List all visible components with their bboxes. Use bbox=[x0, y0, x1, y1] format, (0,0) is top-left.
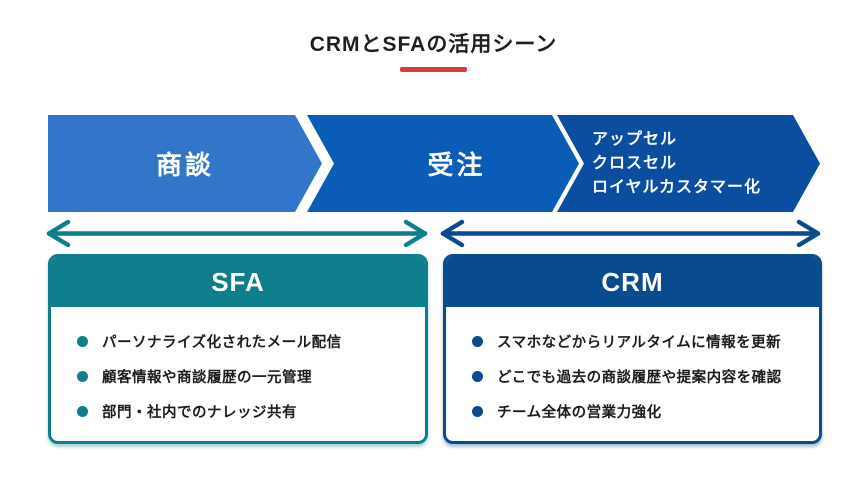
stage-shoudan-chevron bbox=[48, 115, 322, 212]
sfa-bullet-text: 部門・社内でのナレッジ共有 bbox=[102, 405, 297, 421]
crm-bullet-text: スマホなどからリアルタイムに情報を更新 bbox=[497, 335, 782, 351]
flow-band: 商談 受注 アップセル クロスセル ロイヤルカスタマー化 bbox=[0, 115, 867, 212]
bullet-dot-icon bbox=[77, 371, 88, 382]
bullet-dot-icon bbox=[77, 406, 88, 417]
sfa-card: SFA パーソナライズ化されたメール配信 顧客情報や商談履歴の一元管理 部門・社… bbox=[48, 254, 428, 444]
list-item: 顧客情報や商談履歴の一元管理 bbox=[77, 366, 411, 387]
crm-bullet-text: チーム全体の営業力強化 bbox=[497, 405, 662, 421]
bullet-dot-icon bbox=[472, 406, 483, 417]
stage-upsell-line2: クロスセル bbox=[592, 155, 678, 172]
crm-card: CRM スマホなどからリアルタイムに情報を更新 どこでも過去の商談履歴や提案内容… bbox=[443, 254, 822, 444]
crm-bullet-text: どこでも過去の商談履歴や提案内容を確認 bbox=[497, 370, 782, 386]
list-item: スマホなどからリアルタイムに情報を更新 bbox=[472, 331, 805, 352]
bullet-dot-icon bbox=[472, 336, 483, 347]
sfa-bullet-text: パーソナライズ化されたメール配信 bbox=[102, 335, 342, 351]
sfa-bullet-text: 顧客情報や商談履歴の一元管理 bbox=[102, 370, 312, 386]
list-item: チーム全体の営業力強化 bbox=[472, 401, 805, 422]
list-item: 部門・社内でのナレッジ共有 bbox=[77, 401, 411, 422]
page-title: CRMとSFAの活用シーン bbox=[309, 33, 558, 56]
stage-juchuu-chevron bbox=[307, 115, 579, 212]
crm-card-title: CRM bbox=[446, 257, 819, 307]
sfa-range-arrow bbox=[46, 219, 428, 248]
stage-upsell-line1: アップセル bbox=[592, 131, 678, 148]
stage-upsell-chevron bbox=[557, 115, 820, 212]
bullet-dot-icon bbox=[77, 336, 88, 347]
stage-juchuu-label: 受注 bbox=[427, 150, 486, 180]
crm-range-arrow bbox=[440, 219, 821, 248]
stage-upsell-line3: ロイヤルカスタマー化 bbox=[592, 179, 762, 196]
crm-bullet-list: スマホなどからリアルタイムに情報を更新 どこでも過去の商談履歴や提案内容を確認 … bbox=[446, 307, 819, 422]
stage-shoudan-label: 商談 bbox=[155, 150, 214, 180]
title-block: CRMとSFAの活用シーン bbox=[0, 28, 867, 72]
range-arrows-graphic bbox=[46, 219, 821, 248]
bullet-dot-icon bbox=[472, 371, 483, 382]
list-item: パーソナライズ化されたメール配信 bbox=[77, 331, 411, 352]
flow-chevrons-graphic bbox=[48, 115, 820, 212]
title-underline bbox=[400, 67, 467, 72]
sfa-card-title: SFA bbox=[51, 257, 425, 307]
range-arrows bbox=[0, 215, 867, 255]
stage-upsell-labels: アップセル クロスセル ロイヤルカスタマー化 bbox=[592, 128, 761, 200]
sfa-bullet-list: パーソナライズ化されたメール配信 顧客情報や商談履歴の一元管理 部門・社内でのナ… bbox=[51, 307, 425, 422]
list-item: どこでも過去の商談履歴や提案内容を確認 bbox=[472, 366, 805, 387]
